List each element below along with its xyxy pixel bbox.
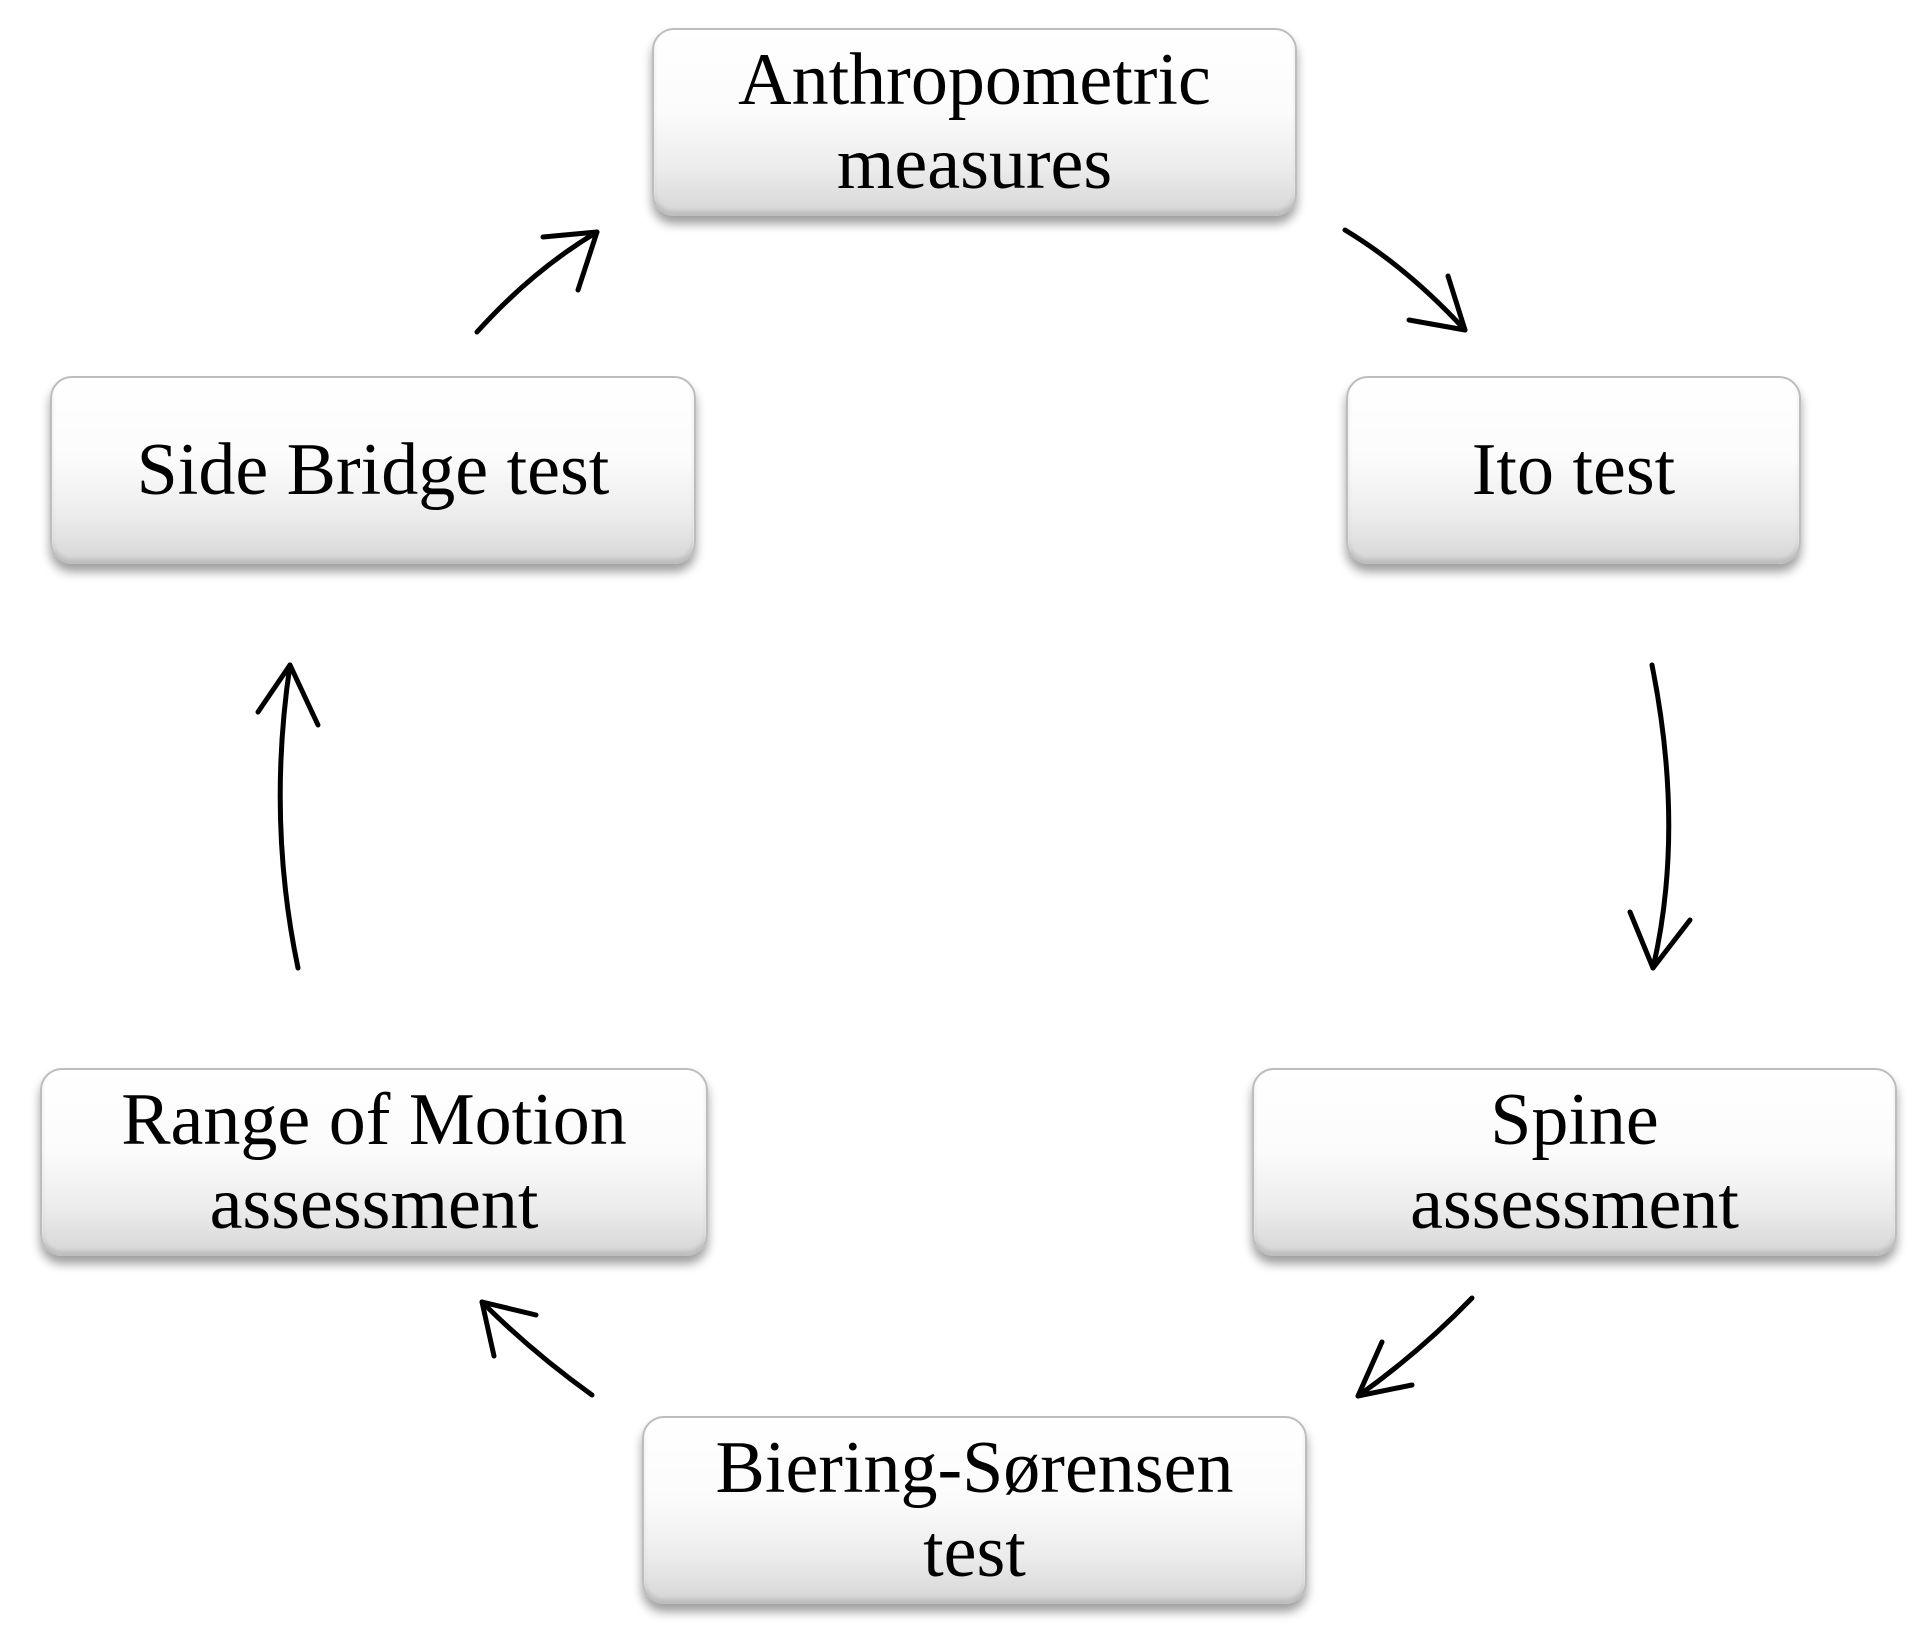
- step-label-line: Biering-Sørensen: [715, 1427, 1234, 1509]
- step-label-line: assessment: [209, 1163, 539, 1245]
- arrow-biering-to-rom: [479, 1299, 595, 1398]
- step-anthropometric-measures: Anthropometric measures: [652, 28, 1297, 216]
- step-label-line: Side Bridge test: [136, 429, 610, 511]
- step-label-line: assessment: [1410, 1163, 1739, 1245]
- step-label-line: test: [923, 1511, 1026, 1593]
- step-ito-test: Ito test: [1346, 376, 1801, 564]
- arrow-spine-to-biering: [1355, 1295, 1475, 1399]
- arrow-side-bridge-to-anthropometric: [474, 229, 600, 335]
- step-label-line: Anthropometric: [738, 39, 1211, 121]
- step-side-bridge-test: Side Bridge test: [50, 376, 696, 564]
- step-label-line: Ito test: [1471, 429, 1676, 511]
- arrow-ito-to-spine: [1627, 662, 1693, 971]
- step-range-of-motion-assessment: Range of Motion assessment: [40, 1068, 708, 1256]
- step-label-line: Spine: [1490, 1079, 1659, 1161]
- step-label-line: Range of Motion: [121, 1079, 627, 1161]
- arrow-anthropometric-to-ito: [1342, 227, 1468, 333]
- step-biering-sorensen-test: Biering-Sørensen test: [642, 1416, 1307, 1604]
- step-label-line: measures: [836, 123, 1113, 205]
- arrow-rom-to-side-bridge: [255, 662, 321, 971]
- step-spine-assessment: Spine assessment: [1252, 1068, 1897, 1256]
